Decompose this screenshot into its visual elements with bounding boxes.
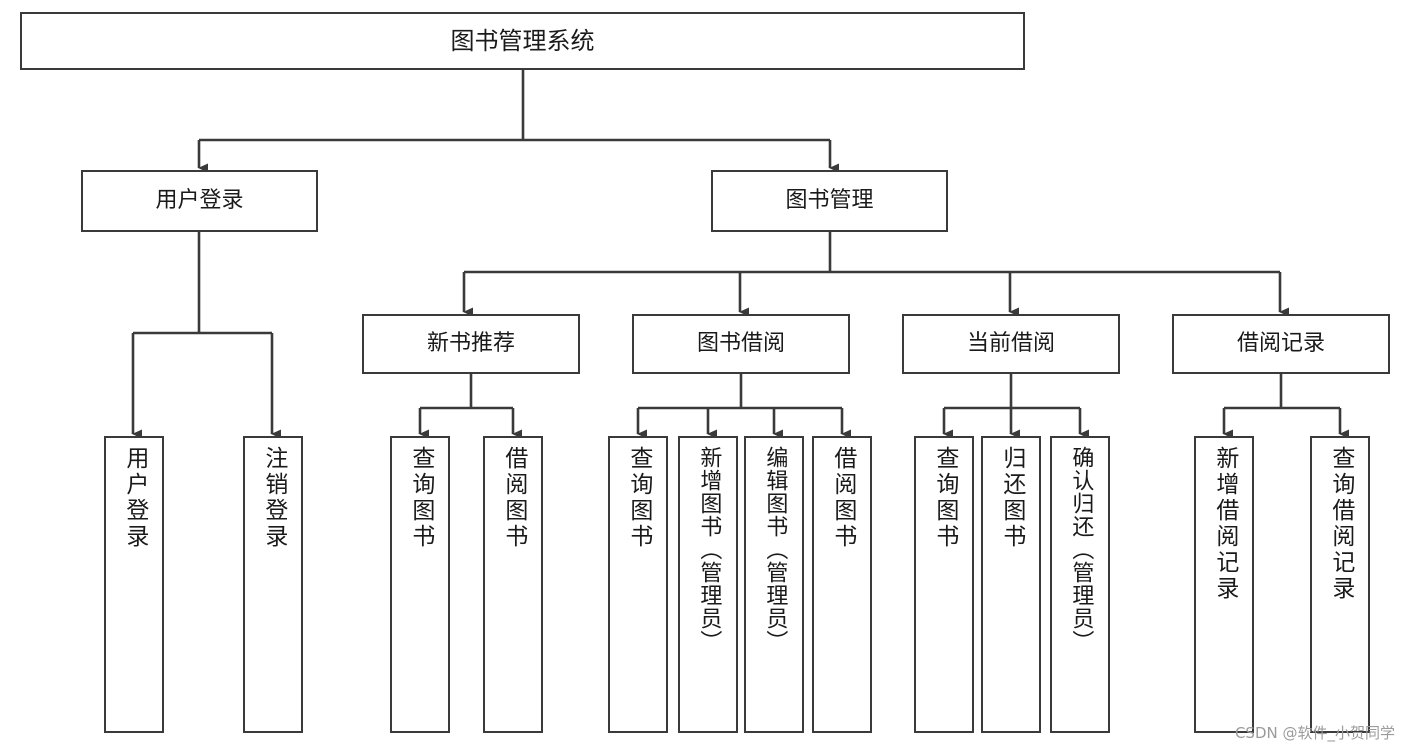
node-label: 用户登录 (121, 446, 148, 550)
node-new-book-recommend[interactable]: 新书推荐 (362, 314, 580, 374)
node-label: 图书借阅 (696, 330, 785, 356)
node-leaf-return-book[interactable]: 归还图书 (981, 436, 1041, 733)
node-leaf-borrow-book-1[interactable]: 借阅图书 (483, 436, 543, 733)
watermark-text: CSDN @软件_小贺同学 (1234, 724, 1395, 742)
node-leaf-borrow-book-2[interactable]: 借阅图书 (812, 436, 872, 733)
node-label: 借阅图书 (829, 446, 856, 550)
node-leaf-add-record[interactable]: 新增借阅记录 (1194, 436, 1254, 733)
node-current-borrow[interactable]: 当前借阅 (902, 314, 1120, 374)
edge-paths (131, 70, 1349, 439)
node-leaf-add-book[interactable]: 新增图书（管理员） (678, 436, 738, 733)
node-label: 查询借阅记录 (1327, 446, 1354, 602)
node-leaf-edit-book[interactable]: 编辑图书（管理员） (744, 436, 804, 733)
node-book-manage[interactable]: 图书管理 (711, 170, 948, 232)
node-label: 图书管理 (785, 187, 874, 213)
node-book-borrow[interactable]: 图书借阅 (632, 314, 850, 374)
node-label: 确认归还（管理员） (1068, 446, 1094, 653)
node-leaf-confirm-return[interactable]: 确认归还（管理员） (1050, 436, 1110, 733)
node-label: 借阅图书 (500, 446, 527, 550)
node-label: 查询图书 (625, 446, 652, 550)
node-label: 归还图书 (998, 446, 1025, 550)
node-label: 注销登录 (260, 446, 287, 550)
node-leaf-user-logout[interactable]: 注销登录 (243, 436, 303, 733)
node-label: 新增借阅记录 (1211, 446, 1238, 602)
node-borrow-record[interactable]: 借阅记录 (1172, 314, 1390, 374)
node-leaf-query-book-2[interactable]: 查询图书 (608, 436, 668, 733)
node-label: 用户登录 (155, 187, 244, 213)
node-label: 借阅记录 (1236, 330, 1325, 356)
node-leaf-query-record[interactable]: 查询借阅记录 (1310, 436, 1370, 733)
node-label: 查询图书 (931, 446, 958, 550)
node-leaf-user-login[interactable]: 用户登录 (104, 436, 164, 733)
node-label: 查询图书 (407, 446, 434, 550)
node-label: 新增图书（管理员） (696, 446, 722, 653)
node-leaf-query-book-1[interactable]: 查询图书 (390, 436, 450, 733)
node-label: 图书管理系统 (450, 26, 595, 55)
node-label: 当前借阅 (966, 330, 1055, 356)
node-root[interactable]: 图书管理系统 (20, 12, 1025, 70)
node-user-login[interactable]: 用户登录 (81, 170, 318, 232)
node-label: 新书推荐 (426, 330, 515, 356)
node-leaf-query-book-3[interactable]: 查询图书 (914, 436, 974, 733)
node-label: 编辑图书（管理员） (762, 446, 788, 653)
